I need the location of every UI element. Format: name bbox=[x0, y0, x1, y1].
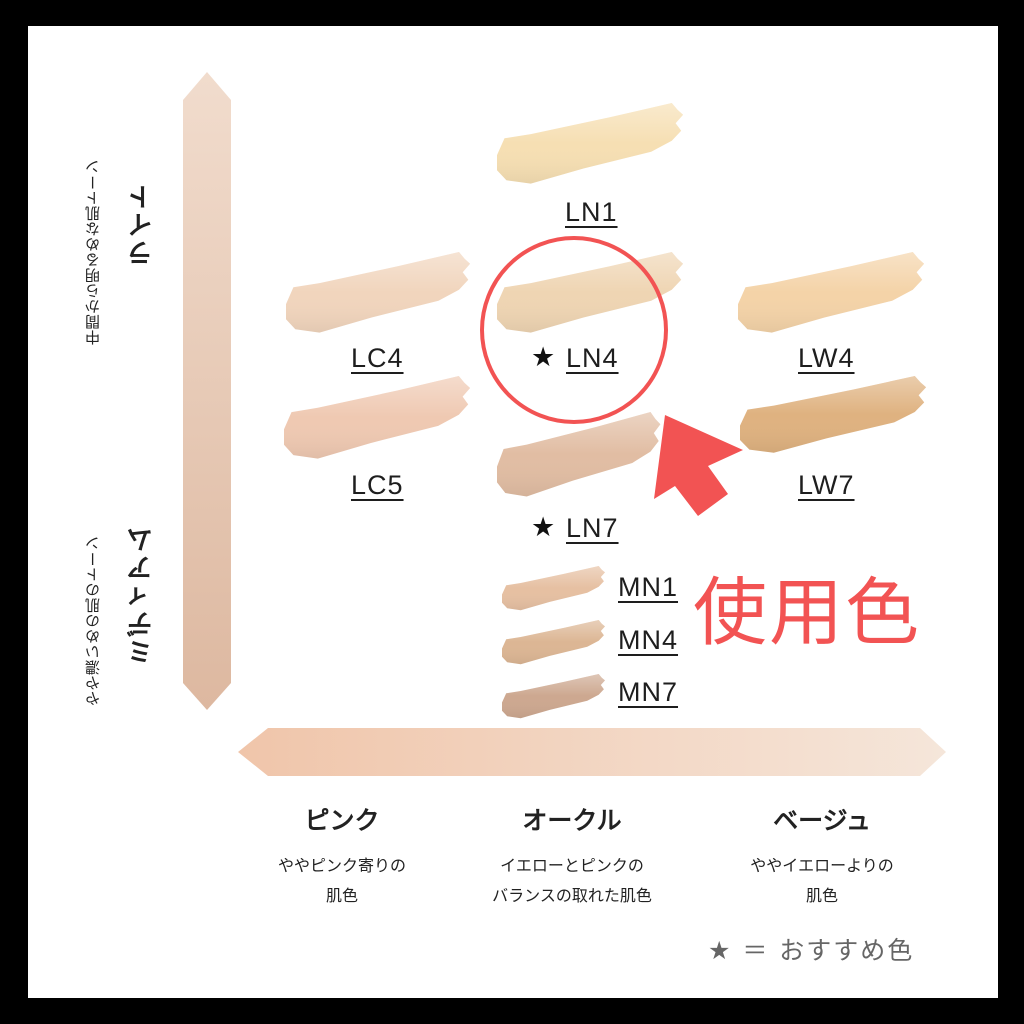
category-pink-desc-1: ややピンク寄りの bbox=[277, 856, 406, 875]
swatch-shine-MN1 bbox=[502, 566, 605, 611]
swatch-shine-LN7 bbox=[497, 412, 661, 497]
axis-light-sub: 中間から明るめな肌トーン bbox=[84, 159, 102, 345]
category-ochre-desc-1: イエローとピンクの bbox=[500, 856, 644, 875]
category-ochre-title: オークル bbox=[522, 806, 622, 835]
label-LW7: LW7 bbox=[798, 470, 855, 500]
swatch-LC5 bbox=[284, 376, 471, 459]
swatch-shine-MN4 bbox=[502, 620, 605, 665]
category-ochre-desc-2: バランスの取れた肌色 bbox=[492, 886, 652, 905]
label-LN7: LN7 bbox=[566, 513, 619, 543]
category-ochre: オークル イエローとピンクの バランスの取れた肌色 bbox=[462, 801, 682, 911]
category-pink-title: ピンク bbox=[304, 806, 380, 835]
label-MN4: MN4 bbox=[618, 625, 679, 655]
label-LC5: LC5 bbox=[351, 470, 404, 500]
axis-medium-title: ミディアム bbox=[127, 525, 157, 665]
label-LN1: LN1 bbox=[565, 197, 618, 227]
pointer-arrow bbox=[654, 415, 743, 516]
swatch-shine-LW4 bbox=[738, 252, 925, 333]
star-icon-LN7: ★ bbox=[531, 512, 556, 543]
vertical-axis-arrow bbox=[183, 72, 231, 710]
category-pink-desc-2: 肌色 bbox=[325, 886, 358, 905]
swatch-LN1 bbox=[497, 103, 684, 184]
swatch-MN7 bbox=[502, 674, 605, 719]
category-beige-desc-1: ややイエローよりの bbox=[750, 856, 894, 875]
category-beige-title: ベージュ bbox=[773, 806, 871, 835]
label-MN7: MN7 bbox=[618, 677, 679, 707]
swatch-shine-LC5 bbox=[284, 376, 471, 459]
axis-medium-sub: やや濃いめの肌のトーン bbox=[84, 535, 102, 707]
swatch-MN1 bbox=[502, 566, 605, 611]
category-beige: ベージュ ややイエローよりの 肌色 bbox=[712, 801, 932, 911]
swatch-shine-LW7 bbox=[740, 376, 927, 453]
swatch-LN7 bbox=[497, 412, 661, 497]
swatch-LW4 bbox=[738, 252, 925, 333]
category-pink: ピンク ややピンク寄りの 肌色 bbox=[232, 801, 452, 911]
swatch-shine-MN7 bbox=[502, 674, 605, 719]
swatch-LN4 bbox=[497, 252, 684, 333]
swatch-LW7 bbox=[740, 376, 927, 453]
swatch-shine-LN1 bbox=[497, 103, 684, 184]
swatch-LC4 bbox=[286, 252, 471, 333]
used-color-annotation: 使用色 bbox=[693, 570, 921, 656]
star-icon-LN4: ★ bbox=[531, 342, 556, 373]
legend-recommended: ★ ＝ おすすめ色 bbox=[708, 936, 915, 965]
label-LN4: LN4 bbox=[566, 343, 619, 373]
category-beige-desc-2: 肌色 bbox=[805, 886, 838, 905]
swatch-shine-LC4 bbox=[286, 252, 471, 333]
label-LC4: LC4 bbox=[351, 343, 404, 373]
axis-light-title: ライト bbox=[127, 182, 157, 266]
label-LW4: LW4 bbox=[798, 343, 855, 373]
label-MN1: MN1 bbox=[618, 572, 679, 602]
swatch-MN4 bbox=[502, 620, 605, 665]
swatch-shine-LN4 bbox=[497, 252, 684, 333]
horizontal-axis-arrow bbox=[238, 728, 946, 776]
highlight-circle bbox=[480, 236, 668, 424]
